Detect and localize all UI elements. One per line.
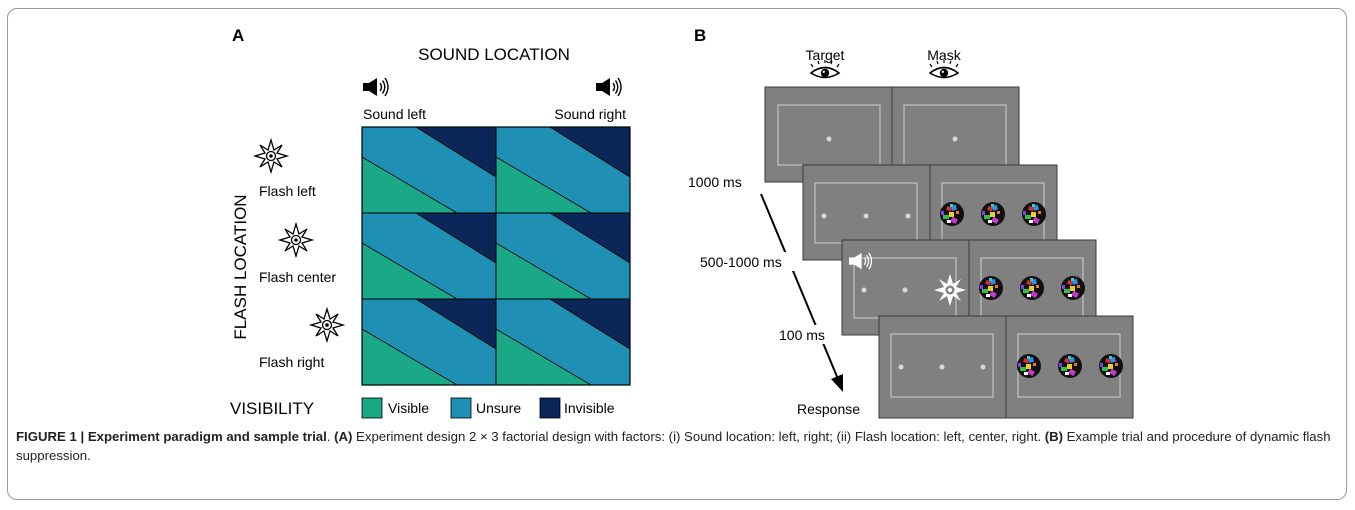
legend-label: Invisible (564, 400, 615, 416)
timeline-arrow (760, 193, 839, 380)
arrow-head (831, 374, 843, 392)
legend-swatch-unsure (450, 397, 472, 419)
flash-row-label: Flash center (259, 269, 336, 285)
caption-b-text: Example trial and procedure of dynamic f… (16, 429, 1331, 463)
flash-location-title: FLASH LOCATION (231, 194, 250, 339)
timing-label: 1000 ms (688, 174, 742, 190)
response-label: Response (797, 401, 860, 417)
mask-disc-icon (1020, 276, 1044, 300)
mask-disc-icon (940, 202, 964, 226)
panel-a-label: A (232, 26, 244, 45)
grid-cell (361, 298, 497, 386)
legend-swatch-visible (361, 397, 383, 419)
legend-label: Unsure (476, 400, 521, 416)
caption-b-tag: (B) (1044, 429, 1064, 444)
figure-frame (7, 8, 1347, 500)
grid-cell (495, 126, 631, 214)
flash-star-icon (254, 139, 288, 173)
grid-cell (495, 298, 631, 386)
mask-disc-icon (979, 276, 1003, 300)
mask-disc-icon (1017, 354, 1041, 378)
visibility-title: VISIBILITY (230, 399, 314, 418)
flash-star-icon (279, 223, 313, 257)
grid-cell (361, 126, 497, 214)
speaker-icon (362, 77, 389, 97)
sound-right-label: Sound right (554, 106, 626, 122)
sound-left-label: Sound left (363, 106, 426, 122)
mask-disc-icon (1058, 354, 1082, 378)
legend-label: Visible (388, 400, 429, 416)
screen-pair-4 (878, 315, 1134, 419)
flash-row-label: Flash right (259, 354, 324, 370)
timing-label: 500-1000 ms (700, 254, 782, 270)
mask-label: Mask (927, 47, 961, 63)
caption-a-text: Experiment design 2 × 3 factorial design… (352, 429, 1045, 444)
figure-caption: FIGURE 1 | Experiment paradigm and sampl… (16, 429, 1331, 463)
figure-label: FIGURE 1 | Experiment paradigm and sampl… (16, 429, 327, 444)
mask-disc-icon (981, 202, 1005, 226)
flash-star-icon (310, 308, 344, 342)
mask-disc-icon (1099, 354, 1123, 378)
sound-location-title: SOUND LOCATION (418, 45, 570, 64)
legend-swatch-invisible (539, 397, 561, 419)
grid-cell (495, 212, 631, 300)
grid-cell (361, 212, 497, 300)
timing-label: 100 ms (779, 327, 825, 343)
caption-a-tag: (A) (334, 429, 353, 444)
panel-b-label: B (694, 26, 706, 45)
design-grid (361, 126, 631, 386)
mask-disc-icon (1022, 202, 1046, 226)
speaker-icon (595, 77, 622, 97)
target-label: Target (806, 47, 845, 63)
flash-row-label: Flash left (259, 183, 316, 199)
mask-disc-icon (1061, 276, 1085, 300)
